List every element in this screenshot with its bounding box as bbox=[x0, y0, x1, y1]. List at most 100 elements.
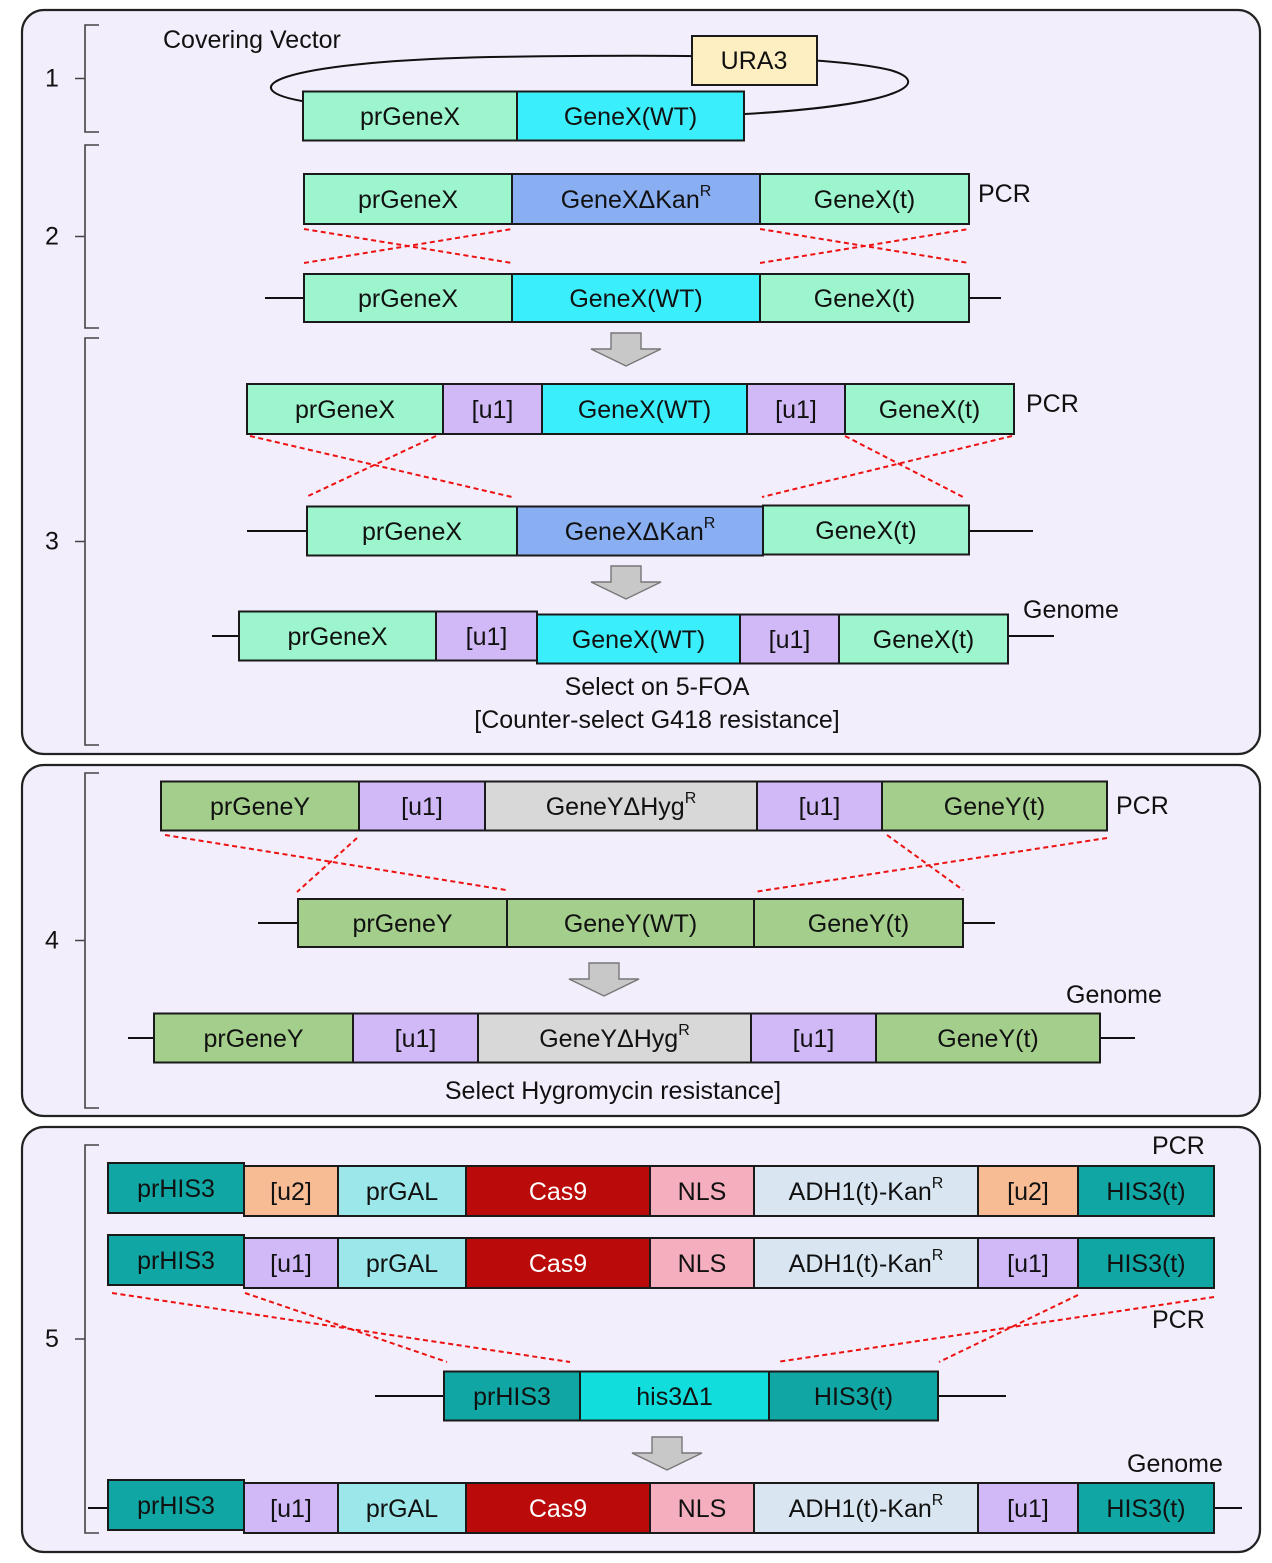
segment-block bbox=[107, 1234, 245, 1286]
segment-block bbox=[844, 383, 1015, 435]
genome-label: Genome bbox=[1066, 981, 1162, 1009]
segment-block bbox=[238, 610, 437, 662]
segment-label: GeneYΔHygR bbox=[539, 1022, 690, 1053]
segment-label: [u2] bbox=[270, 1178, 312, 1206]
segment-label: prGeneX bbox=[360, 103, 460, 131]
down-arrow-icon bbox=[631, 1436, 703, 1471]
segment-block bbox=[977, 1482, 1079, 1534]
step-bracket-1 bbox=[75, 24, 99, 133]
panel-3 bbox=[20, 1125, 1262, 1554]
crossover-icon bbox=[111, 1292, 1215, 1363]
segment-block bbox=[1077, 1165, 1215, 1217]
pcr-label: PCR bbox=[1152, 1132, 1205, 1160]
segment-label: prGeneX bbox=[358, 285, 458, 313]
crossover-icon bbox=[303, 228, 970, 264]
crossover-line bbox=[305, 435, 437, 498]
segment-label: Cas9 bbox=[529, 1495, 587, 1523]
down-arrow-icon bbox=[568, 962, 640, 997]
segment-label: GeneYΔHygR bbox=[546, 790, 697, 821]
genome-label: Genome bbox=[1127, 1450, 1223, 1478]
segment-block bbox=[465, 1482, 651, 1534]
step-bracket-2 bbox=[75, 144, 99, 329]
select-hyg-label: Select Hygromycin resistance] bbox=[445, 1077, 781, 1105]
superscript-r: R bbox=[678, 1022, 690, 1039]
segment-block bbox=[303, 273, 513, 323]
construct-step4-result: prGeneY[u1]GeneYΔHygR[u1]GeneY(t) bbox=[128, 1012, 1135, 1064]
construct-step3-result: prGeneX[u1]GeneX(WT)[u1]GeneX(t) bbox=[212, 610, 1054, 665]
segment-block bbox=[243, 1165, 339, 1217]
segment-block bbox=[756, 780, 883, 832]
superscript-r: R bbox=[685, 790, 697, 807]
segment-block bbox=[484, 780, 758, 832]
segment-block bbox=[465, 1237, 651, 1289]
segment-label: prGAL bbox=[366, 1495, 438, 1523]
segment-block bbox=[762, 504, 970, 556]
crossover-icon bbox=[249, 435, 1013, 498]
segment-block bbox=[443, 1370, 581, 1422]
segment-label: GeneX(t) bbox=[873, 626, 974, 654]
segment-block bbox=[358, 780, 486, 832]
segment-label: [u1] bbox=[472, 396, 514, 424]
segment-label: NLS bbox=[678, 1250, 727, 1278]
step-bracket-5 bbox=[75, 1144, 99, 1534]
crossover-line bbox=[753, 837, 1108, 893]
crossover-line bbox=[296, 837, 358, 893]
segment-label: GeneX(WT) bbox=[564, 103, 697, 131]
segment-label: prGeneY bbox=[210, 793, 310, 821]
construct-step3-pcr: prGeneX [u1] GeneX(WT) [u1] GeneX(t) bbox=[246, 383, 1015, 435]
crossover-icon bbox=[164, 834, 1108, 893]
segment-label: HIS3(t) bbox=[814, 1383, 893, 1411]
down-arrow-icon bbox=[590, 565, 662, 600]
segment-label: prHIS3 bbox=[473, 1383, 551, 1411]
segment-label: [u1] bbox=[799, 793, 841, 821]
segment-label: GeneX(t) bbox=[814, 186, 915, 214]
step-label-2: 2 bbox=[45, 223, 59, 251]
segment-label: GeneX(WT) bbox=[578, 396, 711, 424]
crossover-line bbox=[164, 834, 507, 891]
crossover-line bbox=[886, 834, 964, 891]
construct-step4-pcr: prGeneY[u1]GeneYΔHygR[u1]GeneY(t) bbox=[160, 780, 1108, 832]
segment-block bbox=[838, 613, 1009, 665]
segment-block bbox=[759, 273, 970, 323]
segment-label: NLS bbox=[678, 1178, 727, 1206]
segment-block bbox=[465, 1165, 651, 1217]
superscript-r: R bbox=[700, 183, 712, 200]
segment-block bbox=[337, 1237, 467, 1289]
superscript-r: R bbox=[704, 515, 716, 532]
segment-block bbox=[875, 1012, 1101, 1064]
crossover-line bbox=[249, 435, 513, 498]
segment-block bbox=[246, 383, 444, 435]
select-foa-label: Select on 5-FOA bbox=[565, 673, 750, 701]
genome-label: Genome bbox=[1023, 596, 1119, 624]
segment-label: GeneY(t) bbox=[944, 793, 1045, 821]
segment-block bbox=[302, 90, 518, 142]
step-bracket-3 bbox=[75, 337, 99, 746]
segment-label: GeneXΔKanR bbox=[561, 183, 712, 214]
down-arrow-icon bbox=[590, 332, 662, 367]
pcr-label: PCR bbox=[978, 180, 1031, 208]
segment-label: prHIS3 bbox=[137, 1492, 215, 1520]
segment-label: GeneY(t) bbox=[808, 910, 909, 938]
crossover-line bbox=[111, 1292, 571, 1363]
segment-label: [u1] bbox=[270, 1250, 312, 1278]
segment-label: ADH1(t)-KanR bbox=[789, 1492, 944, 1523]
step-label-4: 4 bbox=[45, 927, 59, 955]
segment-label: prGeneX bbox=[295, 396, 395, 424]
crossover-line bbox=[759, 228, 970, 264]
segment-label: [u2] bbox=[1007, 1178, 1049, 1206]
segment-label: prGeneY bbox=[203, 1025, 303, 1053]
segment-label: [u1] bbox=[775, 396, 817, 424]
ura3-label: URA3 bbox=[721, 47, 788, 75]
crossover-line bbox=[303, 228, 513, 264]
segment-label: GeneX(t) bbox=[879, 396, 980, 424]
segment-block bbox=[753, 898, 964, 948]
segment-label: GeneX(t) bbox=[815, 517, 916, 545]
segment-label: GeneXΔKanR bbox=[565, 515, 716, 546]
